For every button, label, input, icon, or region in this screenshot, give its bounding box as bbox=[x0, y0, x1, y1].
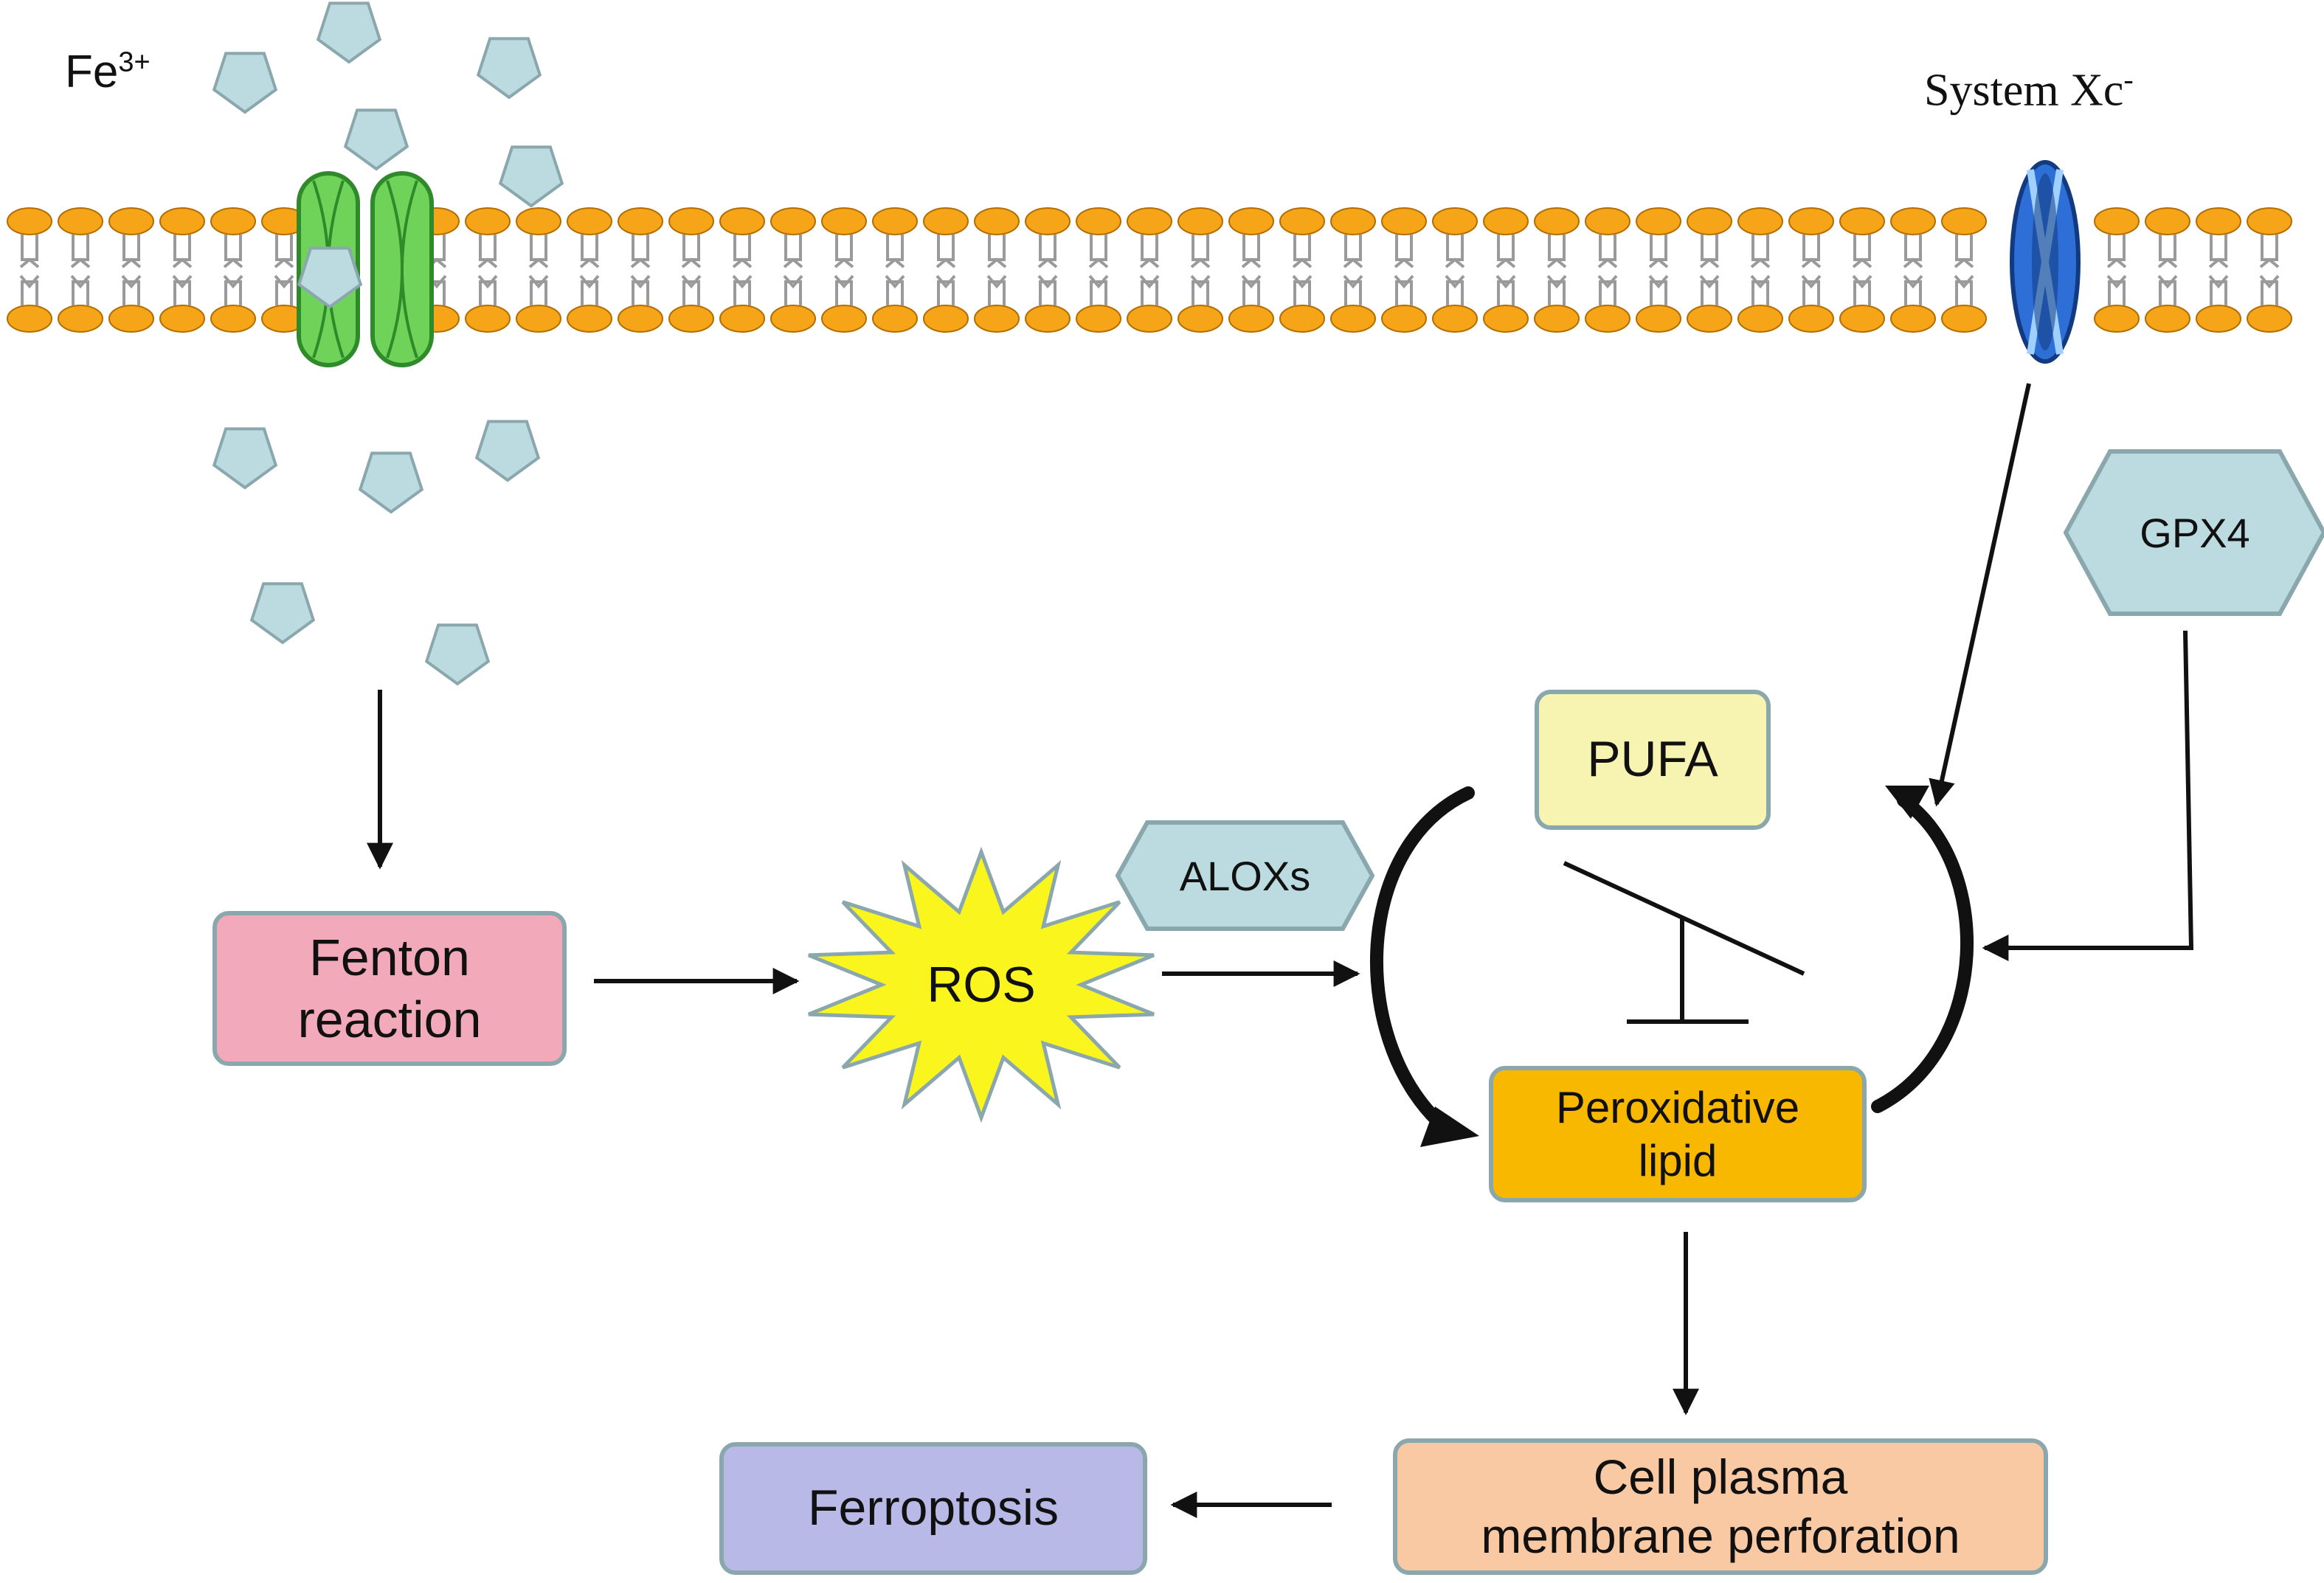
lipid-unit bbox=[821, 207, 867, 333]
lipid-unit bbox=[618, 207, 663, 333]
cycle-arrow-left-head bbox=[1420, 1106, 1479, 1147]
lipid-unit bbox=[465, 207, 511, 333]
ros-label: ROS bbox=[927, 957, 1036, 1013]
alox-hexagon bbox=[1115, 820, 1375, 931]
fenton-line2: reaction bbox=[297, 991, 482, 1048]
lipid-unit bbox=[1941, 207, 1987, 333]
lipid-unit bbox=[1788, 207, 1834, 333]
lipid-unit bbox=[1534, 207, 1580, 333]
iron-ion bbox=[498, 145, 564, 208]
lipid-unit bbox=[1636, 207, 1681, 333]
lipid-unit bbox=[1432, 207, 1478, 333]
lipid-unit bbox=[261, 207, 307, 333]
iron-ion bbox=[212, 427, 278, 490]
lipid-unit bbox=[1076, 207, 1121, 333]
lipid-unit bbox=[108, 207, 154, 333]
lipid-unit bbox=[1381, 207, 1427, 333]
membrane-perforation-box: Cell plasma membrane perforation bbox=[1393, 1438, 2048, 1575]
lipid-unit bbox=[923, 207, 969, 333]
fe-charge: 3+ bbox=[118, 46, 151, 78]
lipid-unit bbox=[7, 207, 52, 333]
lipid-unit bbox=[567, 207, 612, 333]
cycle-arrow-right-head bbox=[1885, 786, 1929, 819]
iron-ion bbox=[474, 420, 541, 482]
lipid-unit bbox=[2247, 207, 2292, 333]
lipid-unit bbox=[1279, 207, 1325, 333]
iron-ion bbox=[424, 623, 491, 686]
lipid-unit bbox=[1025, 207, 1071, 333]
lipid-unit bbox=[2196, 207, 2241, 333]
iron-ion bbox=[249, 582, 316, 645]
system-xc-transporter bbox=[2010, 160, 2081, 364]
peroxidative-lipid-box: Peroxidative lipid bbox=[1489, 1066, 1867, 1202]
iron-ion bbox=[476, 37, 542, 100]
system-xc-charge: - bbox=[2123, 63, 2134, 96]
lipid-unit bbox=[1483, 207, 1529, 333]
lipid-unit bbox=[770, 207, 816, 333]
iron-ion bbox=[358, 451, 424, 514]
alox-label: ALOXs bbox=[1179, 853, 1311, 899]
cycle-arrow-left bbox=[1369, 786, 1475, 1135]
lipid-unit bbox=[2094, 207, 2140, 333]
perforation-line2: membrane perforation bbox=[1481, 1508, 1960, 1563]
lipid-unit bbox=[719, 207, 765, 333]
lipid-unit bbox=[1890, 207, 1936, 333]
perforation-line1: Cell plasma bbox=[1593, 1449, 1848, 1505]
lipid-unit bbox=[1177, 207, 1223, 333]
iron-ion bbox=[316, 1, 382, 64]
gpx4-label: GPX4 bbox=[2140, 510, 2250, 556]
lipid-unit bbox=[159, 207, 205, 333]
lipid-unit bbox=[668, 207, 714, 333]
lipid-unit bbox=[1687, 207, 1732, 333]
lipid-unit bbox=[1127, 207, 1172, 333]
lipid-unit bbox=[516, 207, 561, 333]
lipid-unit bbox=[872, 207, 918, 333]
peroxidative-line2: lipid bbox=[1638, 1135, 1718, 1185]
pufa-box: PUFA bbox=[1535, 690, 1771, 830]
gpx4-hexagon bbox=[2063, 449, 2324, 616]
iron-ion bbox=[212, 52, 278, 114]
fenton-line1: Fenton bbox=[309, 929, 470, 986]
ros-starburst bbox=[808, 846, 1155, 1123]
lipid-bilayer-membrane bbox=[7, 207, 2292, 333]
iron-ions bbox=[212, 1, 564, 686]
system-xc-label: System Xc- bbox=[1924, 63, 2134, 116]
lipid-unit bbox=[1737, 207, 1783, 333]
fenton-reaction-box: Fenton reaction bbox=[212, 911, 567, 1066]
lipid-unit bbox=[974, 207, 1020, 333]
fe-ion-label: Fe3+ bbox=[65, 46, 151, 97]
iron-ion bbox=[297, 246, 363, 309]
lipid-unit bbox=[2145, 207, 2190, 333]
lipid-unit bbox=[1228, 207, 1274, 333]
cycle-arrow-right bbox=[1871, 794, 1974, 1113]
arrow-gpx4-to-cycle bbox=[1982, 630, 2194, 961]
lipid-unit bbox=[1585, 207, 1630, 333]
peroxidative-line1: Peroxidative bbox=[1555, 1082, 1800, 1132]
ferroptosis-box: Ferroptosis bbox=[719, 1442, 1147, 1575]
arrow-systemxc-to-cycle bbox=[1929, 383, 2031, 807]
inhibition-symbol bbox=[1563, 861, 1805, 1024]
lipid-unit bbox=[58, 207, 103, 333]
lipid-unit bbox=[1839, 207, 1885, 333]
lipid-unit bbox=[1330, 207, 1376, 333]
iron-ion bbox=[343, 108, 409, 171]
lipid-unit bbox=[210, 207, 256, 333]
